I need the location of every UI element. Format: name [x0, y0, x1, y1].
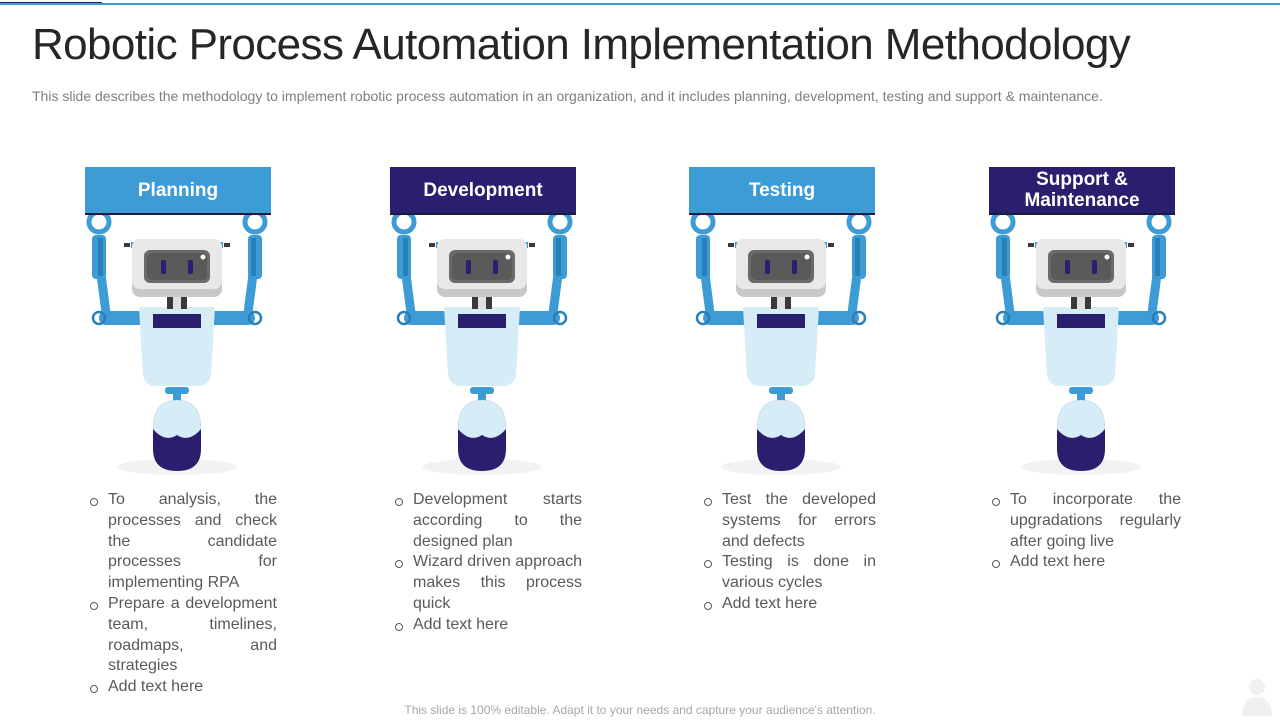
stage-sign-support-maintenance: Support & Maintenance — [989, 167, 1175, 215]
bullet-item: Add text here — [701, 594, 876, 615]
watermark-person-icon — [1242, 679, 1272, 716]
robot-icon — [382, 205, 582, 480]
bullet-item: Add text here — [87, 677, 277, 698]
slide-subtitle: This slide describes the methodology to … — [32, 88, 1103, 104]
stage-sign-testing: Testing — [689, 167, 875, 215]
stage-bullet-list: To incorporate the upgradations regularl… — [989, 490, 1181, 573]
bullet-item: To analysis, the processes and check the… — [87, 490, 277, 594]
top-rule — [0, 3, 1280, 5]
stage-support-maintenance: Support & Maintenance To incorporate the… — [931, 0, 1231, 720]
robot-icon — [77, 205, 277, 480]
robot-icon — [981, 205, 1181, 480]
stage-development: Development Development starts according… — [332, 0, 632, 720]
slide-footer: This slide is 100% editable. Adapt it to… — [404, 703, 876, 717]
bullet-item: Test the developed systems for errors an… — [701, 490, 876, 552]
stage-bullet-list: Test the developed systems for errors an… — [701, 490, 876, 615]
robot-icon — [681, 205, 881, 480]
stage-sign-development: Development — [390, 167, 576, 215]
bullet-item: Development starts according to the desi… — [392, 490, 582, 552]
bullet-item: Add text here — [392, 615, 582, 636]
stage-sign-label: Support & Maintenance — [1024, 169, 1140, 211]
stage-planning: Planning To analysis, the processes and … — [27, 0, 327, 720]
bullet-item: Add text here — [989, 552, 1181, 573]
stage-sign-planning: Planning — [85, 167, 271, 215]
stage-bullet-list: To analysis, the processes and check the… — [87, 490, 277, 698]
slide-title: Robotic Process Automation Implementatio… — [32, 20, 1131, 69]
stage-bullet-list: Development starts according to the desi… — [392, 490, 582, 636]
bullet-item: Testing is done in various cycles — [701, 552, 876, 594]
bullet-item: Prepare a development team, timelines, r… — [87, 594, 277, 677]
bullet-item: To incorporate the upgradations regularl… — [989, 490, 1181, 552]
stage-testing: Testing Test the developed systems for e… — [631, 0, 931, 720]
bullet-item: Wizard driven approach makes this proces… — [392, 552, 582, 614]
